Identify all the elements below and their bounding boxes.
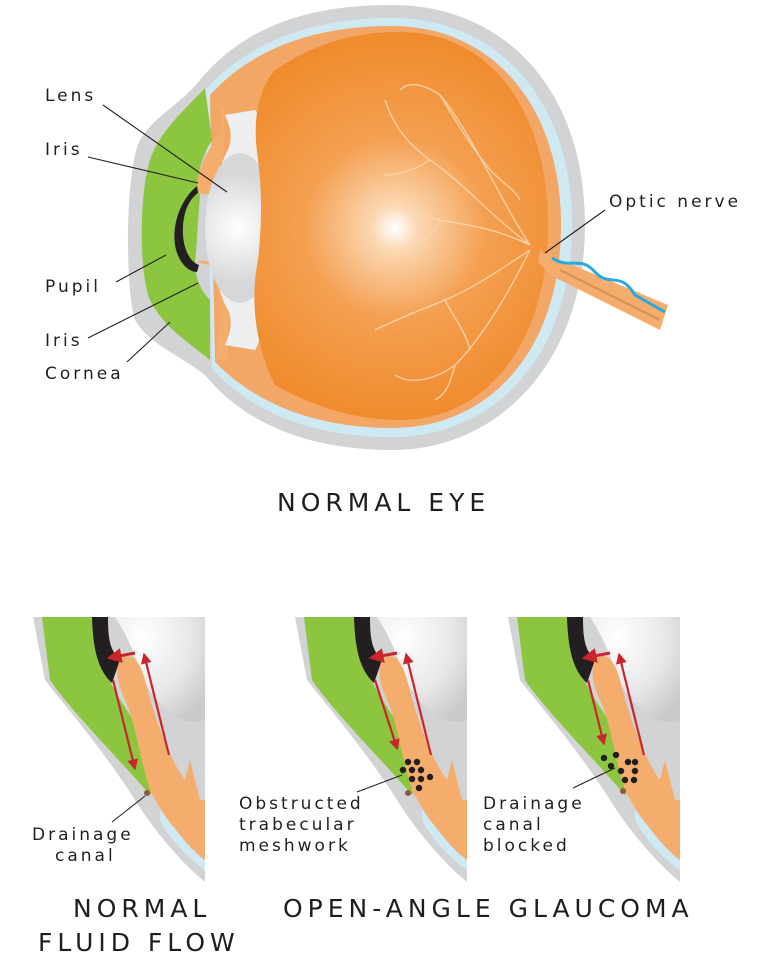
label-cornea: Cornea xyxy=(45,364,124,384)
title-normal-eye: NORMAL EYE xyxy=(277,488,491,517)
label-blocked-line1: Drainage xyxy=(483,794,585,814)
label-obstructed-line1: Obstructed xyxy=(239,794,364,814)
label-iris-bottom: Iris xyxy=(45,331,83,351)
title-normal-line2: FLUID FLOW xyxy=(38,928,240,957)
label-blocked-line3: blocked xyxy=(483,836,570,856)
panel-obstructed-meshwork xyxy=(295,617,467,882)
label-pupil: Pupil xyxy=(45,277,101,297)
drainage-canal xyxy=(144,790,150,796)
label-optic-nerve: Optic nerve xyxy=(609,192,742,212)
label-drainage-canal-line2: canal xyxy=(55,846,116,866)
label-drainage-canal-line1: Drainage xyxy=(32,825,134,845)
label-lens: Lens xyxy=(45,86,97,106)
pupil xyxy=(174,186,199,272)
vitreous-body xyxy=(254,32,548,420)
panel-normal-fluid-flow xyxy=(33,617,205,882)
label-obstructed-line2: trabecular xyxy=(239,815,357,835)
panel-canal-blocked xyxy=(508,617,680,882)
optic-nerve xyxy=(538,250,668,330)
label-blocked-line2: canal xyxy=(483,815,544,835)
label-obstructed-line3: meshwork xyxy=(239,836,351,856)
meshwork-blockage xyxy=(399,758,434,792)
title-normal-line1: NORMAL xyxy=(73,894,212,923)
label-iris-top: Iris xyxy=(45,140,83,160)
normal-eye-diagram xyxy=(128,5,668,450)
title-open-angle-glaucoma: OPEN-ANGLE GLAUCOMA xyxy=(283,894,694,923)
retinal-vessels xyxy=(374,83,531,401)
canal-blockage xyxy=(600,751,639,784)
leader-lines xyxy=(87,104,606,363)
